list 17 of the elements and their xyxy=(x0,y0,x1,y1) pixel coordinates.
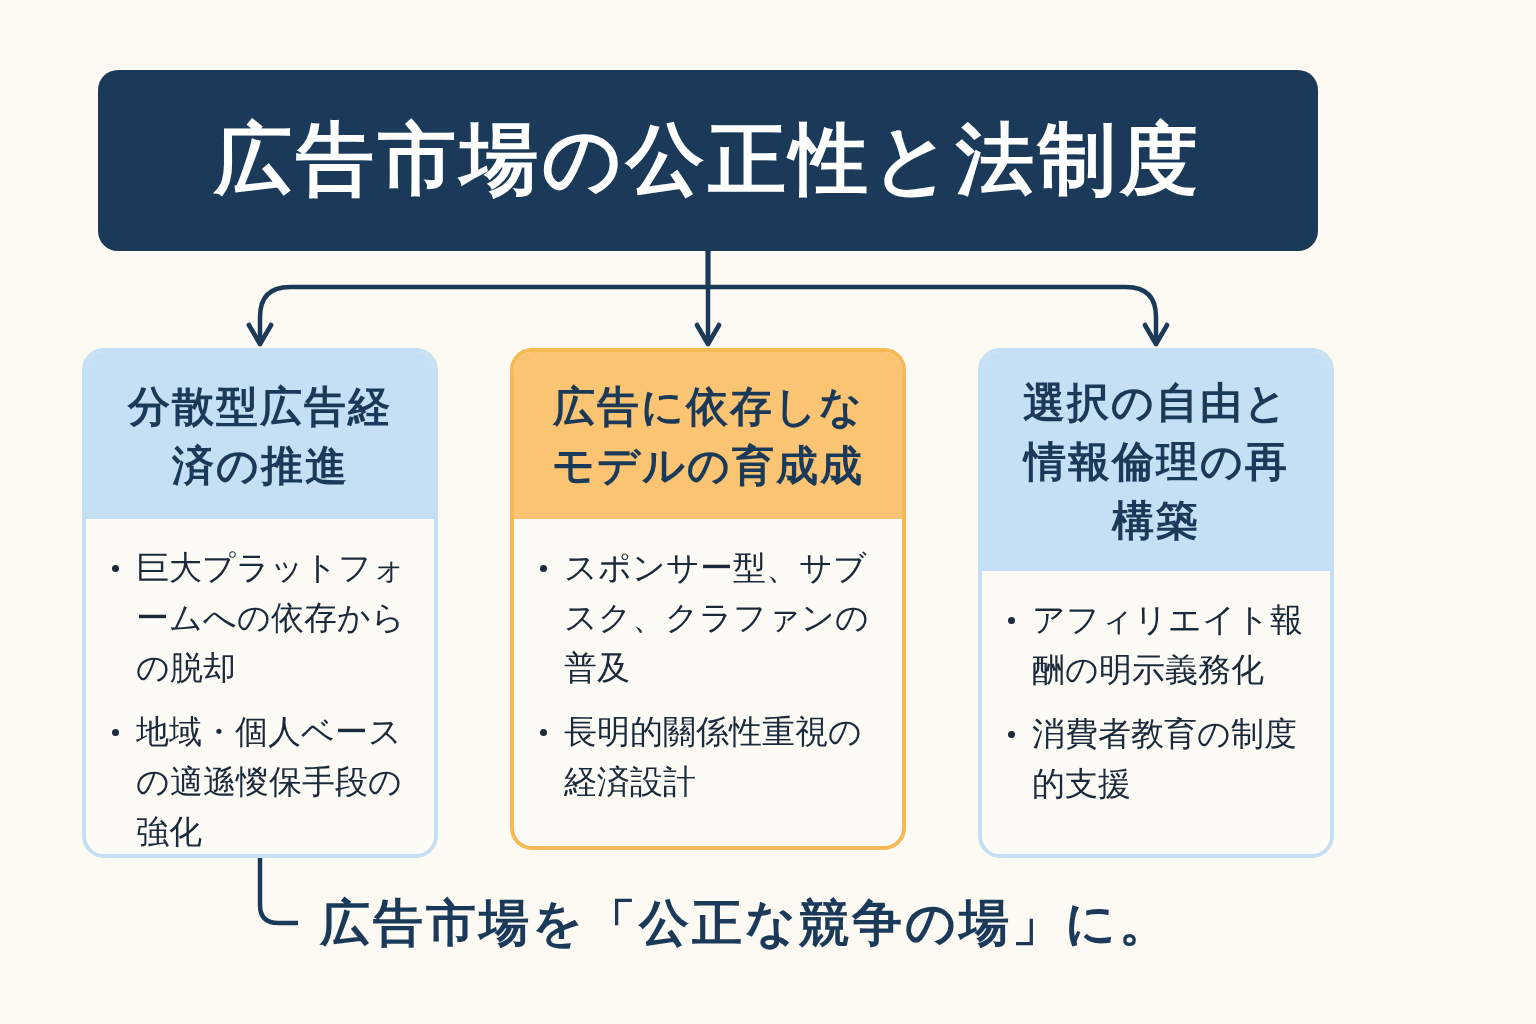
connector-line xyxy=(257,858,298,926)
title-banner xyxy=(98,70,1318,251)
title-text: 広告市場の公正性と法制度 xyxy=(214,113,1202,206)
bullet-item: スポンサー型、サブスク、クラファンの普及 xyxy=(564,543,892,693)
heading-text: 分散型広告経済の推進 xyxy=(126,380,393,492)
category-card xyxy=(978,348,1334,858)
conclusion-text: 広告市場を「公正な競争の場」に。 xyxy=(320,892,1172,954)
category-card xyxy=(510,348,906,850)
arrow xyxy=(705,251,1170,347)
bullet-item: アフィリエイト報酬の明示義務化 xyxy=(1032,595,1320,695)
heading-text: 広告に依存しなモデルの育成成 xyxy=(551,380,865,492)
bullet-item: 長明的關係性重視の経済設計 xyxy=(564,707,892,807)
heading-text: 選択の自由と情報倫理の再構築 xyxy=(1021,377,1290,547)
category-card xyxy=(82,348,438,858)
bullet-item: 巨大プラットフォームへの依存からの脱却 xyxy=(136,543,424,693)
bullet-item: 地域・個人ベースの適遜惾保手段の強化 xyxy=(136,707,424,854)
bullet-item: 消費者教育の制度的支援 xyxy=(1032,709,1320,809)
